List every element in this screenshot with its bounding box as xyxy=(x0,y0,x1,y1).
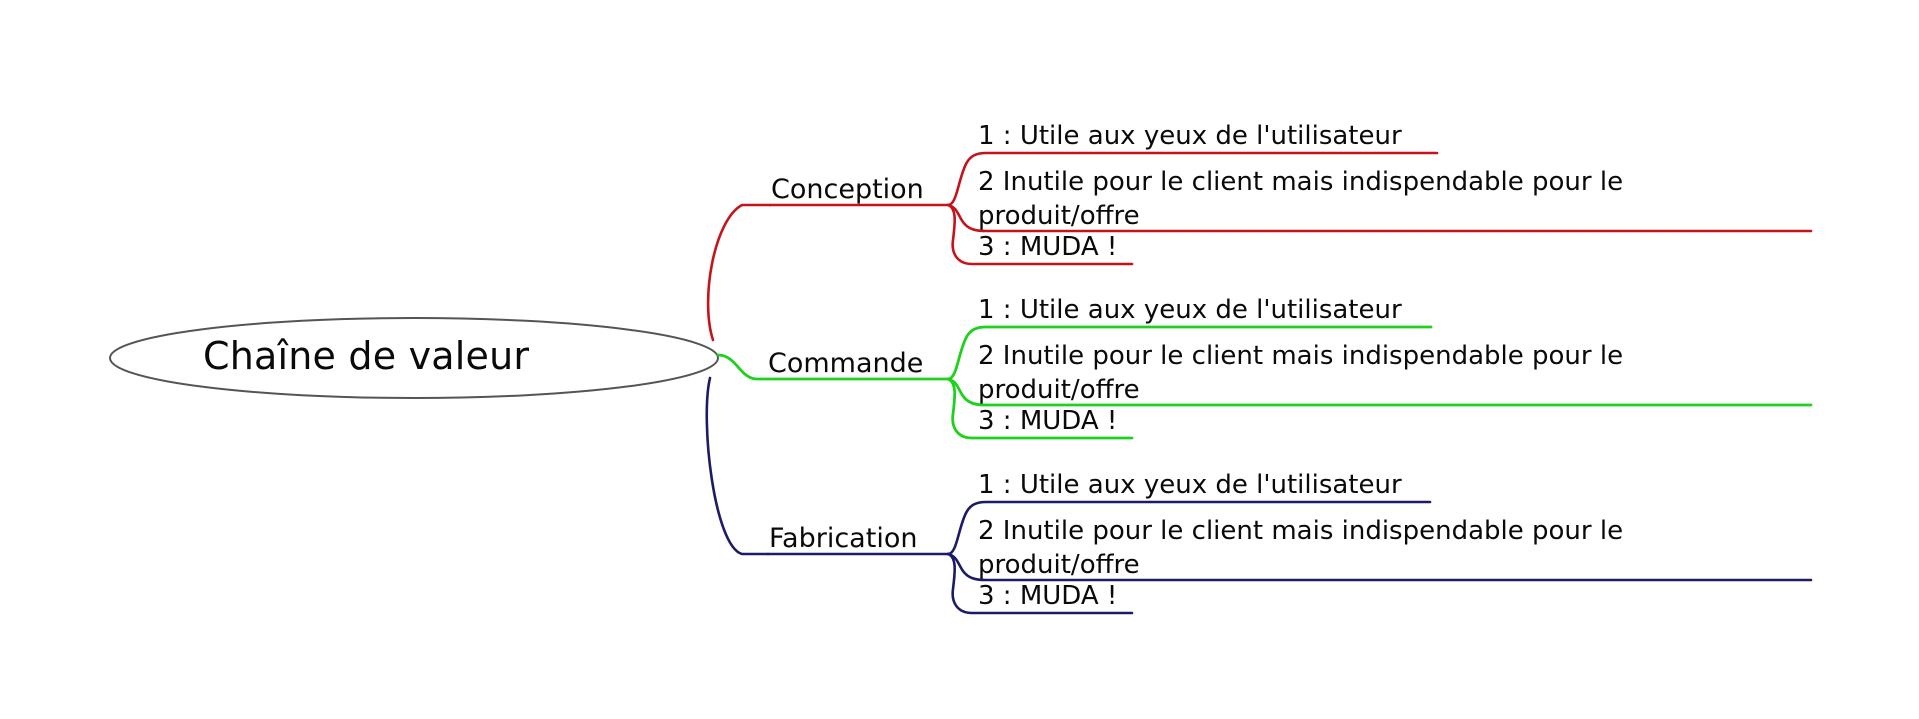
connector-root-to-commande xyxy=(716,353,770,381)
leaf-label-conception-2[interactable]: 2 Inutile pour le client mais indispenda… xyxy=(978,166,1623,234)
leaf-label-fabrication-3[interactable]: 3 : MUDA ! xyxy=(978,581,1118,611)
leaf-label-commande-1[interactable]: 1 : Utile aux yeux de l'utilisateur xyxy=(978,295,1402,325)
branch-label-commande[interactable]: Commande xyxy=(768,348,924,379)
leaf-label-fabrication-2[interactable]: 2 Inutile pour le client mais indispenda… xyxy=(978,515,1623,583)
leaf-label-conception-3[interactable]: 3 : MUDA ! xyxy=(978,232,1118,262)
leaf-label-commande-2[interactable]: 2 Inutile pour le client mais indispenda… xyxy=(978,340,1623,408)
branch-label-conception[interactable]: Conception xyxy=(771,174,924,205)
leaf-line-2: produit/offre xyxy=(978,200,1140,231)
leaf-line-1: 2 Inutile pour le client mais indispenda… xyxy=(978,167,1624,197)
connector-root-to-conception xyxy=(706,203,772,342)
leaf-line-2: produit/offre xyxy=(978,374,1140,405)
leaf-line-1: 2 Inutile pour le client mais indispenda… xyxy=(978,516,1624,546)
connector-root-to-fabrication xyxy=(705,376,770,556)
leaf-line-1: 2 Inutile pour le client mais indispenda… xyxy=(978,341,1624,371)
leaf-label-conception-1[interactable]: 1 : Utile aux yeux de l'utilisateur xyxy=(978,121,1402,151)
leaf-label-commande-3[interactable]: 3 : MUDA ! xyxy=(978,406,1118,436)
branch-label-fabrication[interactable]: Fabrication xyxy=(769,523,918,554)
leaf-label-fabrication-1[interactable]: 1 : Utile aux yeux de l'utilisateur xyxy=(978,470,1402,500)
root-node-label[interactable]: Chaîne de valeur xyxy=(203,334,530,378)
leaf-line-2: produit/offre xyxy=(978,549,1140,580)
